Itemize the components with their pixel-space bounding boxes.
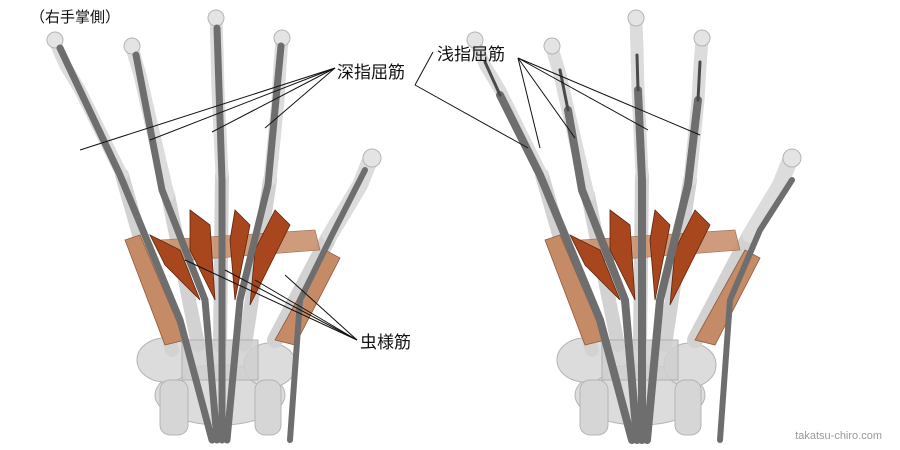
left-hand-fdp [47, 10, 381, 440]
label-flexor-digitorum-superficialis: 浅指屈筋 [437, 45, 505, 65]
view-label: （右手掌側） [30, 8, 121, 26]
leader-lines [79, 51, 701, 341]
site-credit: takatsu-chiro.com [795, 430, 882, 442]
label-flexor-digitorum-profundus: 深指屈筋 [337, 63, 405, 83]
right-hand-fds [467, 10, 801, 440]
label-lumbricals: 虫様筋 [360, 333, 411, 353]
